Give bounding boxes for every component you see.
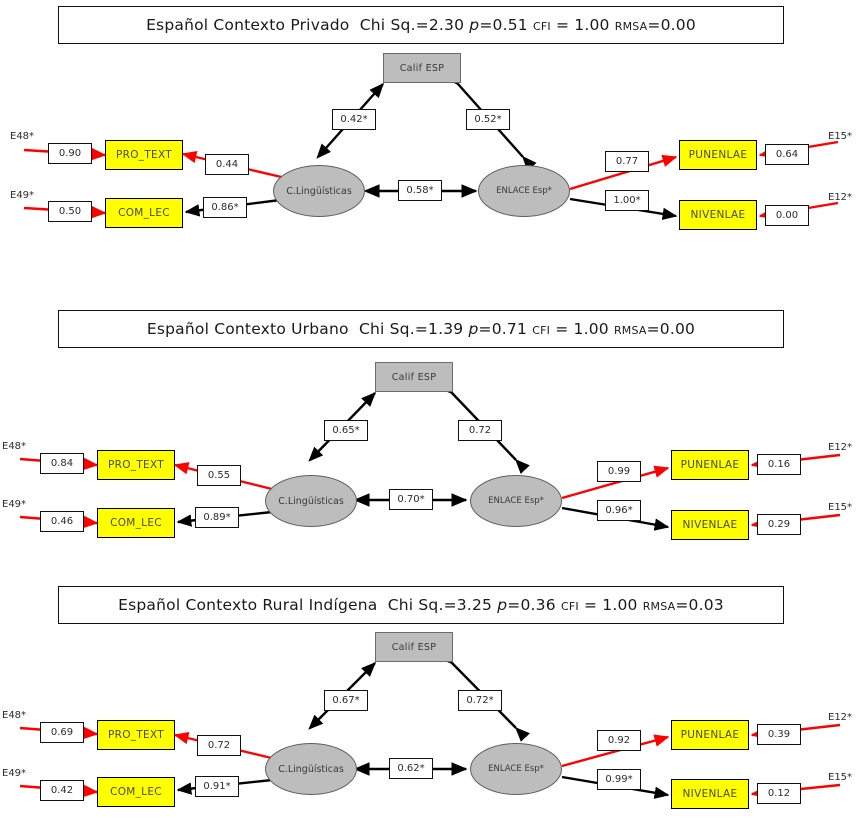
latent-top-box: Calif ESP — [375, 362, 453, 392]
error-value-e48: 0.84 — [40, 453, 84, 474]
panel-title-box: Español Contexto Rural Indígena Chi Sq.=… — [58, 586, 784, 624]
observed-com-lec: COM_LEC — [97, 777, 175, 807]
observed-com-lec: COM_LEC — [97, 508, 175, 538]
error-value-e49: 0.46 — [40, 511, 84, 532]
error-value-e48: 0.90 — [48, 143, 92, 164]
coef-right-to-nivenlae: 0.99* — [597, 769, 641, 790]
observed-pro-text: PRO_TEXT — [97, 720, 175, 750]
coef-left-to-com-lec: 0.89* — [195, 507, 239, 528]
error-value-e12: 0.16 — [757, 454, 801, 475]
error-label-e15: E15* — [828, 502, 853, 513]
coef-right-to-nivenlae: 0.96* — [597, 500, 641, 521]
error-value-e12: 0.39 — [757, 724, 801, 745]
sem-panel-privado: Español Contexto Privado Chi Sq.=2.30 p=… — [0, 0, 859, 290]
coef-right-to-punenlae: 0.99 — [597, 461, 641, 482]
observed-punenlae: PUNENLAE — [679, 140, 757, 170]
error-label-e49: E49* — [2, 768, 27, 779]
latent-left-ellipse: C.Lingüísticas — [265, 743, 357, 795]
error-label-e48: E48* — [10, 131, 35, 142]
coef-left-to-pro-text: 0.55 — [197, 465, 241, 486]
coef-left-right: 0.58* — [398, 180, 442, 201]
error-value-e15: 0.64 — [765, 144, 809, 165]
latent-right-ellipse: ENLACE Esp* — [478, 165, 570, 217]
coef-right-to-punenlae: 0.77 — [605, 151, 649, 172]
coef-left-to-top: 0.42* — [332, 109, 376, 130]
coef-right-to-top: 0.72 — [458, 420, 502, 441]
latent-left-ellipse: C.Lingüísticas — [273, 165, 365, 217]
coef-left-to-com-lec: 0.86* — [203, 197, 247, 218]
error-value-e48: 0.69 — [40, 722, 84, 743]
observed-punenlae: PUNENLAE — [671, 720, 749, 750]
coef-right-to-punenlae: 0.92 — [597, 730, 641, 751]
observed-nivenlae: NIVENLAE — [679, 200, 757, 230]
coef-right-to-top: 0.72* — [458, 690, 502, 711]
error-label-e48: E48* — [2, 441, 27, 452]
error-label-e49: E49* — [2, 499, 27, 510]
page-title: Español Contexto Rural Indígena Chi Sq.=… — [118, 596, 724, 614]
page-title: Español Contexto Urbano Chi Sq.=1.39 p=0… — [146, 320, 696, 338]
error-label-e49: E49* — [10, 190, 35, 201]
observed-pro-text: PRO_TEXT — [105, 140, 183, 170]
latent-top-box: Calif ESP — [375, 632, 453, 662]
error-label-e12: E12* — [828, 192, 853, 203]
error-label-e12: E12* — [828, 712, 853, 723]
latent-left-ellipse: C.Lingüísticas — [265, 475, 357, 527]
error-label-e15: E15* — [828, 772, 853, 783]
error-value-e49: 0.50 — [48, 201, 92, 222]
observed-pro-text: PRO_TEXT — [97, 450, 175, 480]
error-value-e12: 0.00 — [765, 205, 809, 226]
coef-right-to-top: 0.52* — [466, 109, 510, 130]
panel-title-box: Español Contexto Privado Chi Sq.=2.30 p=… — [58, 6, 784, 44]
error-value-e15: 0.29 — [757, 514, 801, 535]
observed-nivenlae: NIVENLAE — [671, 779, 749, 809]
error-label-e48: E48* — [2, 710, 27, 721]
error-label-e12: E12* — [828, 442, 853, 453]
sem-panel-urbano: Español Contexto Urbano Chi Sq.=1.39 p=0… — [0, 300, 859, 580]
coef-left-to-com-lec: 0.91* — [195, 776, 239, 797]
coef-left-right: 0.62* — [389, 758, 433, 779]
coef-left-to-top: 0.67* — [324, 690, 368, 711]
observed-punenlae: PUNENLAE — [671, 450, 749, 480]
error-label-e15: E15* — [828, 131, 853, 142]
coef-left-to-pro-text: 0.72 — [197, 735, 241, 756]
panel-title-box: Español Contexto Urbano Chi Sq.=1.39 p=0… — [58, 310, 784, 348]
coef-left-to-top: 0.65* — [324, 420, 368, 441]
latent-right-ellipse: ENLACE Esp* — [470, 475, 562, 527]
coef-right-to-nivenlae: 1.00* — [605, 190, 649, 211]
error-value-e49: 0.42 — [40, 780, 84, 801]
error-value-e15: 0.12 — [757, 783, 801, 804]
sem-panel-rural-indigena: Español Contexto Rural Indígena Chi Sq.=… — [0, 580, 859, 819]
observed-nivenlae: NIVENLAE — [671, 510, 749, 540]
coef-left-to-pro-text: 0.44 — [205, 154, 249, 175]
latent-top-box: Calif ESP — [383, 53, 461, 83]
page-title: Español Contexto Privado Chi Sq.=2.30 p=… — [146, 16, 696, 34]
coef-left-right: 0.70* — [389, 489, 433, 510]
latent-right-ellipse: ENLACE Esp* — [470, 743, 562, 795]
observed-com-lec: COM_LEC — [105, 198, 183, 228]
